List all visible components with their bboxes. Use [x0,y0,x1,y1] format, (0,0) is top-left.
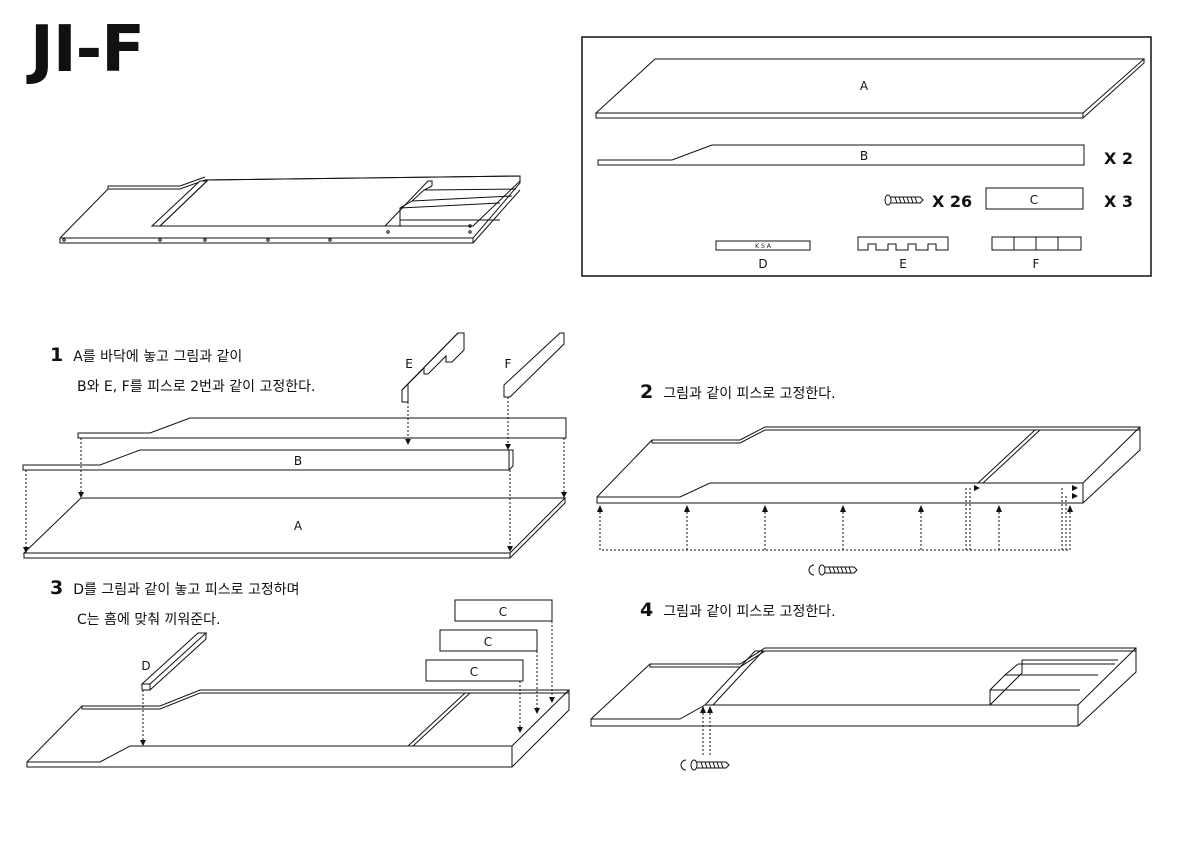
part-e-label: E [899,257,907,271]
step-2-text: 2 그림과 같이 피스로 고정한다. [640,382,836,404]
part-f-label: F [1033,257,1040,271]
step-4-line1: 그림과 같이 피스로 고정한다. [663,604,836,620]
step-2-screw-icon [808,564,858,576]
step-1-line1: A를 바닥에 놓고 그림과 같이 [73,349,243,365]
screw-icon [884,194,924,206]
step-1-a-label: A [294,519,303,533]
part-a-label: A [860,79,869,93]
part-b-qty: X 2 [1104,149,1133,168]
step-3-text: 3 D를 그림과 같이 놓고 피스로 고정하며 C는 홈에 맞춰 끼워준다. [50,578,299,630]
step-1-f-label: F [505,357,512,371]
parts-list-box [581,36,1152,277]
step-1-text: 1 A를 바닥에 놓고 그림과 같이 B와 E, F를 피스로 2번과 같이 고정… [50,345,315,397]
step-3-c2-label: C [484,635,492,649]
step-1-b-label: B [294,454,302,468]
step-3-line1: D를 그림과 같이 놓고 피스로 고정하며 [73,582,300,598]
step-4-text: 4 그림과 같이 피스로 고정한다. [640,600,836,622]
step-3-line2: C는 홈에 맞춰 끼워준다. [77,612,221,628]
step-1-line2: B와 E, F를 피스로 2번과 같이 고정한다. [77,379,316,395]
step-2-line1: 그림과 같이 피스로 고정한다. [663,386,836,402]
step-2-number: 2 [640,381,654,403]
step-3-diagram [26,599,570,768]
step-1-labels: E F B A [294,357,512,533]
part-c-label: C [1030,193,1038,207]
parts-labels: A B X 2 X 26 C X 3 K S A D E F [755,79,1133,271]
step-3-c3-label: C [470,665,478,679]
step-1-diagram [22,332,567,559]
step-1-number: 1 [50,344,64,366]
part-d-marking: K S A [755,243,772,250]
assembled-overview [59,175,521,244]
part-b-label: B [860,149,868,163]
step-3-number: 3 [50,577,64,599]
step-3-d-label: D [141,659,150,673]
step-3-c1-label: C [499,605,507,619]
step-4-diagram [590,647,1137,771]
step-1-e-label: E [405,357,413,371]
screw-qty: X 26 [932,192,972,211]
part-c-qty: X 3 [1104,192,1133,211]
part-d-label: D [758,257,767,271]
step-3-labels: D C C C [141,605,507,679]
step-4-number: 4 [640,599,654,621]
product-title: JI-F [30,13,145,87]
step-4-screw-icon [680,759,730,771]
step-2-diagram [596,426,1141,576]
